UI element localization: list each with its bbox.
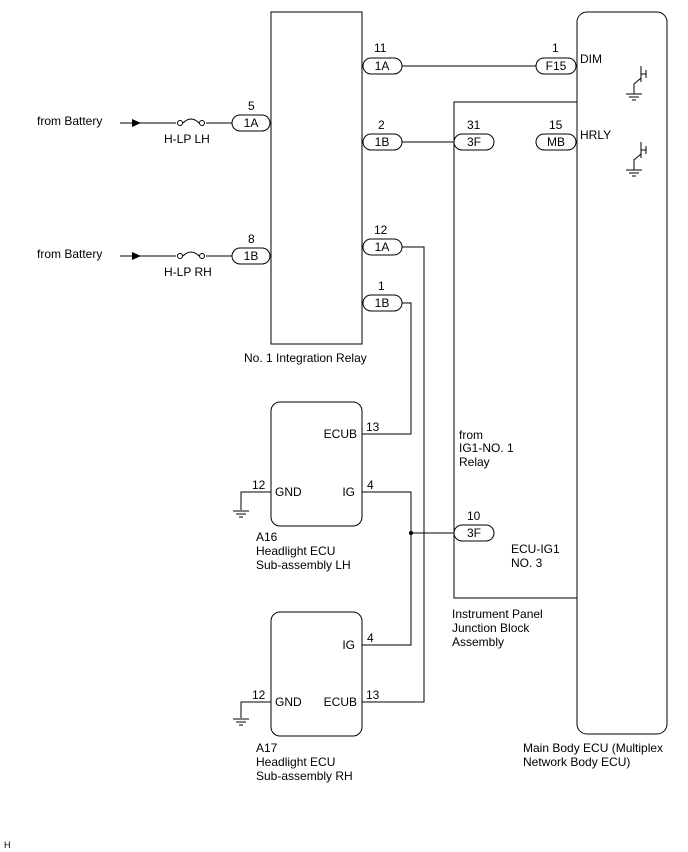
integration-relay-box xyxy=(270,11,363,345)
connector-relay-out-1: 1B 1 xyxy=(362,279,403,312)
junction-dot xyxy=(409,531,413,535)
rh-pin-no-gnd: 12 xyxy=(252,688,266,702)
pin-number: 10 xyxy=(467,509,481,523)
pin-number: 15 xyxy=(549,118,563,132)
footer-mark: H xyxy=(4,840,11,850)
connector-relay-out-11: 1A 11 xyxy=(362,41,403,75)
connector-code: 1B xyxy=(244,249,259,263)
wire-ig xyxy=(362,491,412,646)
source-ig1-line2: IG1-NO. 1 xyxy=(459,441,514,455)
junction-block-label-1: Instrument Panel xyxy=(452,607,543,621)
wire-ecub-lh xyxy=(362,302,412,435)
relay-label: No. 1 Integration Relay xyxy=(244,351,367,365)
main-ecu-label-1: Main Body ECU (Multiplex xyxy=(523,741,663,755)
main-ecu-label-2: Network Body ECU) xyxy=(523,755,630,769)
connector-jb-3f-31: 3F 31 xyxy=(453,118,495,151)
fuse-label-hlp-lh: H-LP LH xyxy=(164,132,210,146)
headlight-ecu-rh-box xyxy=(270,611,363,737)
connector-relay-out-12: 1A 12 xyxy=(362,223,403,256)
lh-pin-no-ig: 4 xyxy=(367,478,374,492)
fuse-label-hlp-rh: H-LP RH xyxy=(164,265,212,279)
pin-number: 5 xyxy=(248,99,255,113)
lh-label-1: Headlight ECU xyxy=(256,544,335,558)
signal-dim: DIM xyxy=(580,52,602,66)
ground-rh-icon xyxy=(233,718,249,726)
source-ig1-line1: from xyxy=(459,428,483,442)
lh-label-2: Sub-assembly LH xyxy=(256,558,351,572)
connector-code: 1A xyxy=(375,59,390,73)
fuse-label-ecu-ig1: ECU-IG1 xyxy=(511,542,560,556)
connector-relay-in-rh: 1B 8 xyxy=(231,232,271,265)
arrow-battery-rh-icon xyxy=(132,252,141,260)
rh-label-1: Headlight ECU xyxy=(256,755,335,769)
pin-number: 11 xyxy=(374,41,387,55)
transistor-hrly-icon xyxy=(626,142,647,177)
lh-pin-gnd: GND xyxy=(275,485,302,499)
lh-pin-ecub: ECUB xyxy=(324,427,357,441)
connector-code: 1A xyxy=(244,116,259,130)
pin-number: 1 xyxy=(378,279,385,293)
fuse-label-no3: NO. 3 xyxy=(511,556,543,570)
rh-pin-no-ecub: 13 xyxy=(366,688,380,702)
junction-block-box xyxy=(453,101,579,599)
pin-number: 8 xyxy=(248,232,255,246)
junction-block-label-3: Assembly xyxy=(452,635,504,649)
rh-pin-gnd: GND xyxy=(275,695,302,709)
junction-block-label-2: Junction Block xyxy=(452,621,530,635)
connector-code: 3F xyxy=(467,526,481,540)
rh-pin-no-ig: 4 xyxy=(367,631,374,645)
lh-code: A16 xyxy=(256,530,278,544)
connector-code: 3F xyxy=(467,135,481,149)
rh-label-2: Sub-assembly RH xyxy=(256,769,353,783)
pin-number: 12 xyxy=(374,223,388,237)
connector-code: 1B xyxy=(375,296,390,310)
rh-pin-ig: IG xyxy=(342,638,355,652)
lh-pin-ig: IG xyxy=(342,485,355,499)
connector-relay-out-2: 1B 2 xyxy=(362,118,403,151)
source-battery-rh: from Battery xyxy=(37,247,102,261)
connector-code: 1A xyxy=(375,240,390,254)
main-body-ecu-box xyxy=(576,11,668,735)
connector-ecu-f15: F15 1 xyxy=(535,41,577,75)
pin-number: 1 xyxy=(552,41,559,55)
transistor-dim-icon xyxy=(626,66,647,101)
arrow-battery-lh-icon xyxy=(132,119,141,127)
source-ig1-line3: Relay xyxy=(459,455,490,469)
fuse-hlp-lh-icon xyxy=(177,118,205,126)
connector-relay-in-lh: 1A 5 xyxy=(231,99,271,132)
wire-ecub-rh xyxy=(362,246,425,703)
pin-number: 2 xyxy=(378,118,385,132)
rh-code: A17 xyxy=(256,741,278,755)
connector-ecu-mb: MB 15 xyxy=(535,118,577,151)
wire-gnd-lh xyxy=(240,491,271,510)
lh-pin-no-gnd: 12 xyxy=(252,478,266,492)
rh-pin-ecub: ECUB xyxy=(324,695,357,709)
connector-code: 1B xyxy=(375,135,390,149)
connector-code: MB xyxy=(547,135,565,149)
pin-number: 31 xyxy=(467,118,481,132)
wire-gnd-rh xyxy=(240,701,271,718)
source-battery-lh: from Battery xyxy=(37,114,102,128)
connector-code: F15 xyxy=(546,59,567,73)
lh-pin-no-ecub: 13 xyxy=(366,420,380,434)
headlight-ecu-lh-box xyxy=(270,401,363,527)
connector-jb-3f-10: 3F 10 xyxy=(453,509,495,542)
signal-hrly: HRLY xyxy=(580,128,611,142)
ground-lh-icon xyxy=(233,510,249,518)
fuse-hlp-rh-icon xyxy=(177,251,205,259)
